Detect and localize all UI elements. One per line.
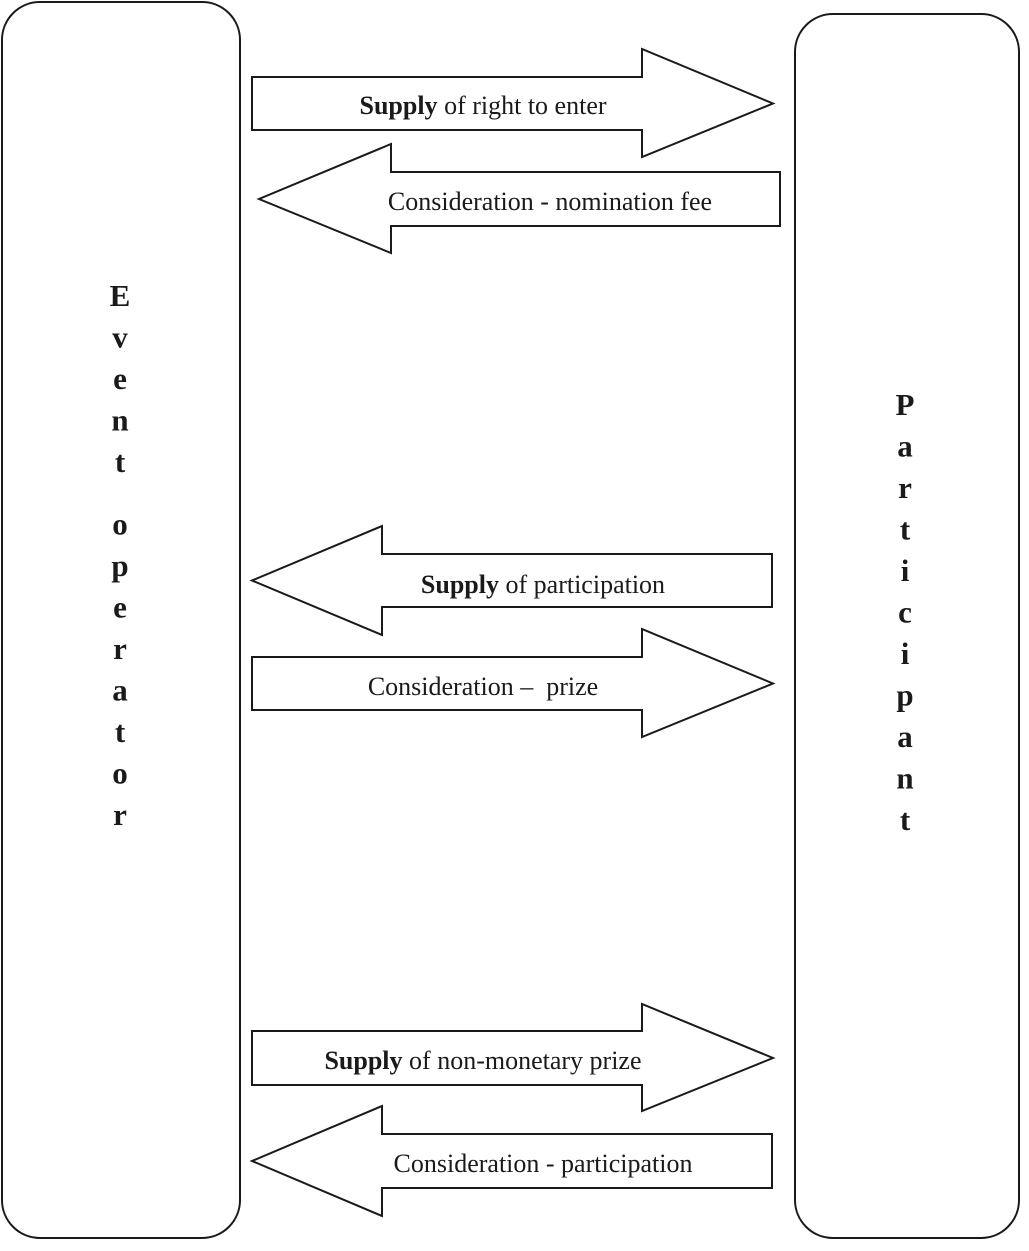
participant-letter: P — [896, 387, 915, 422]
arrow-label: Consideration – prize — [368, 672, 598, 701]
arrow-label: Supply of non-monetary prize — [324, 1046, 641, 1075]
arrow-label: Supply of participation — [421, 570, 665, 599]
participant-letter: a — [897, 429, 913, 464]
event-operator-letter: r — [113, 631, 127, 666]
event-operator-letter: a — [112, 673, 128, 708]
arrow-label: Supply of right to enter — [359, 91, 606, 120]
arrow-label-bold: Supply — [359, 91, 437, 120]
event-operator-letter: t — [115, 714, 126, 749]
event-operator-letter: v — [112, 320, 128, 355]
participant-box — [794, 13, 1020, 1239]
event-operator-letter: t — [115, 444, 126, 479]
event-operator-letter: p — [111, 548, 128, 583]
event-operator-letter: E — [110, 278, 131, 313]
event-operator-letter: o — [112, 507, 128, 542]
event-operator-letter: e — [113, 590, 127, 625]
event-operator-letter: n — [111, 403, 128, 438]
arrow-label: Consideration - nomination fee — [388, 187, 712, 216]
participant-letter: a — [897, 719, 913, 754]
arrow-label-text: Consideration - participation — [394, 1149, 693, 1178]
arrow-label-text: of right to enter — [438, 91, 607, 120]
arrow-label-text: of non-monetary prize — [403, 1046, 642, 1075]
participant-letter: c — [898, 595, 912, 630]
participant-letter: n — [896, 761, 913, 796]
arrow-label-text: Consideration – prize — [368, 672, 598, 701]
participant-letter: p — [896, 678, 913, 713]
participant-letter: i — [901, 636, 910, 671]
arrow-label-bold: Supply — [421, 570, 499, 599]
participant-letter: t — [900, 512, 911, 547]
arrow-label-text: Consideration - nomination fee — [388, 187, 712, 216]
participant-letter: r — [898, 470, 912, 505]
event-operator-letter: o — [112, 756, 128, 791]
event-operator-box — [1, 1, 241, 1239]
arrow-right-shape — [251, 47, 776, 159]
arrow-left-shape — [249, 524, 773, 637]
participant-letter: i — [901, 553, 910, 588]
arrow-left-shape — [249, 1104, 773, 1218]
event-operator-letter: e — [113, 361, 127, 396]
arrow-label: Consideration - participation — [394, 1149, 693, 1178]
event-operator-letter: r — [113, 797, 127, 832]
arrow-left-shape — [256, 142, 781, 255]
arrow-label-bold: Supply — [324, 1046, 402, 1075]
arrow-label-text: of participation — [499, 570, 665, 599]
arrow-right-shape — [251, 1002, 776, 1113]
participant-letter: t — [900, 802, 911, 837]
arrow-right-shape — [251, 627, 776, 739]
